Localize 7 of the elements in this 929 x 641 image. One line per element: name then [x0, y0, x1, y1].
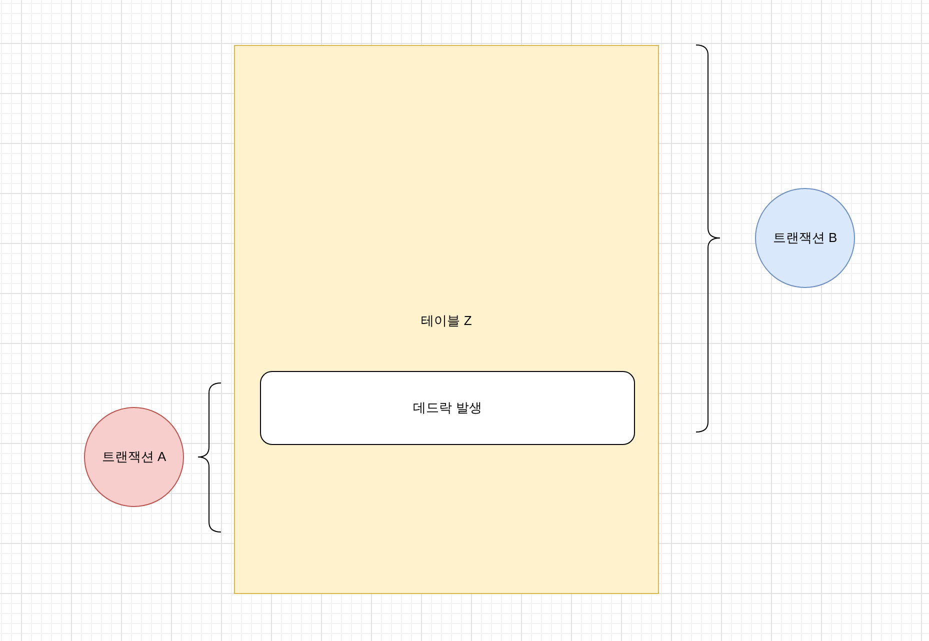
transaction-label: 트랜잭션 B	[772, 230, 838, 246]
transaction-label: 트랜잭션 A	[102, 449, 166, 465]
transaction-circle	[84, 407, 184, 507]
rounded-box	[260, 371, 635, 445]
status-label: 데드락 발생	[413, 400, 482, 416]
table-region	[234, 45, 659, 594]
table-name-label: 테이블 Z	[421, 313, 472, 330]
